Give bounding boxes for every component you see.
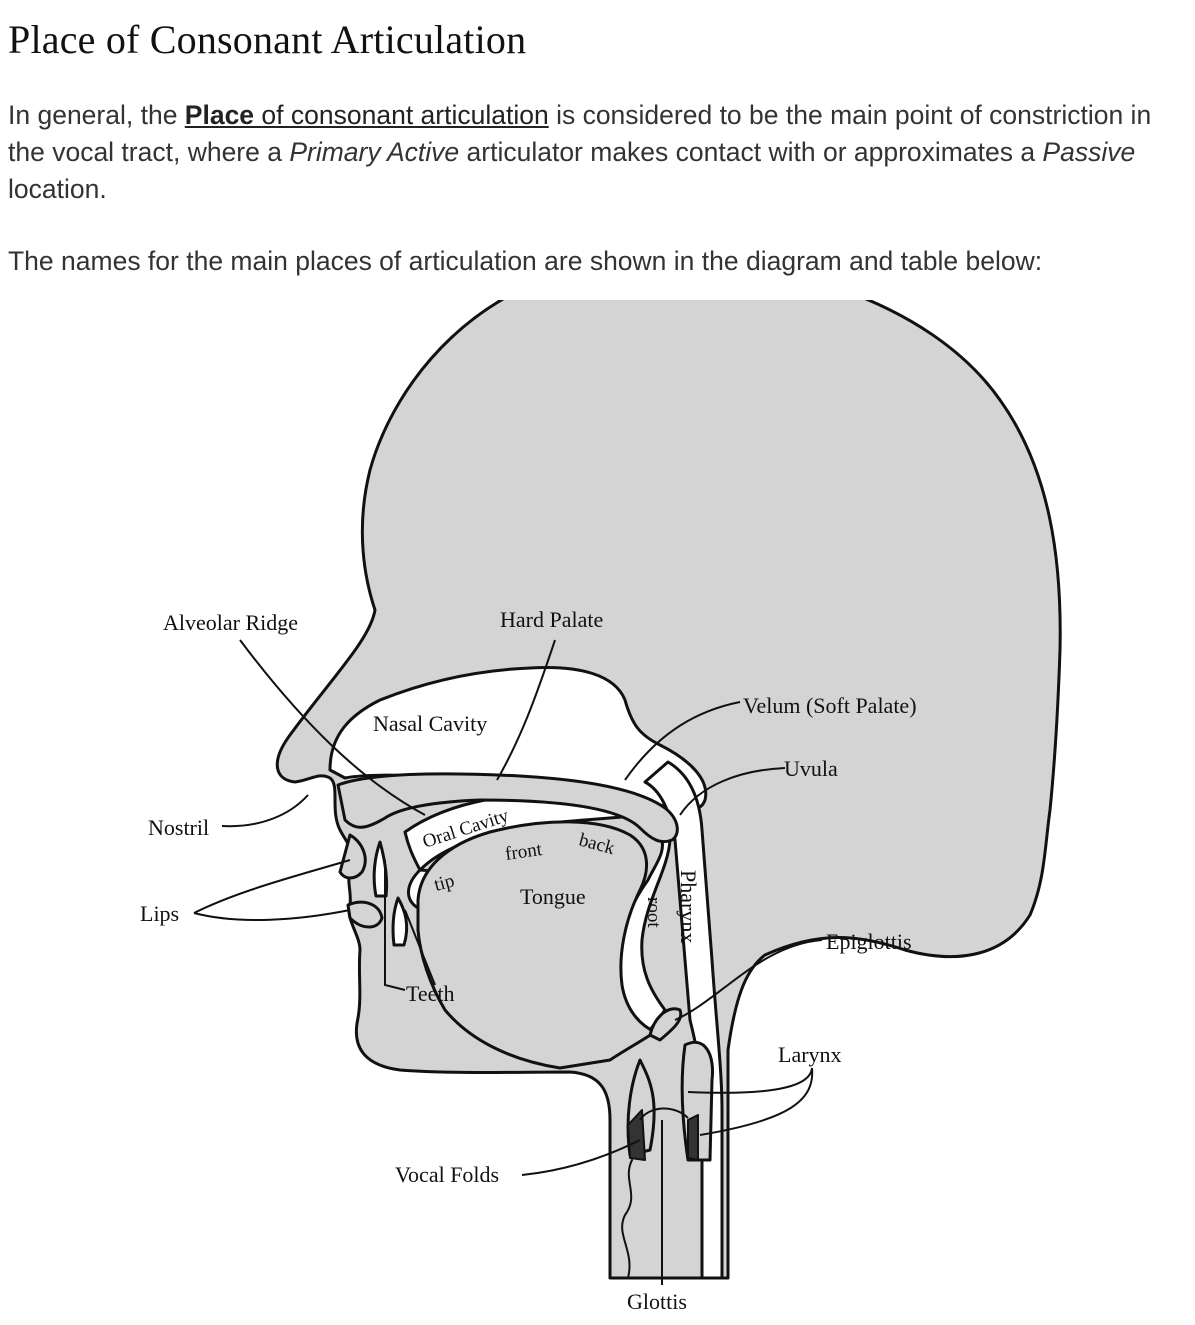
glottis-arc (639, 1107, 689, 1121)
hard-palate-label: Hard Palate (500, 607, 603, 632)
teeth-pointer (384, 860, 406, 991)
vocal-folds-pointer (521, 1139, 641, 1176)
vocal-fold-left (627, 1109, 646, 1161)
lower-lip (346, 900, 384, 929)
front-label: front (504, 839, 544, 865)
lips-pointer-top (193, 859, 351, 914)
lead-paragraph: The names for the main places of articul… (8, 246, 1043, 276)
nostril-pointer (221, 794, 309, 828)
link-bold-part: Place (184, 100, 262, 130)
tongue-body (416, 820, 657, 1070)
epiglottis-pointer (674, 939, 823, 1021)
trachea-wave (621, 1159, 633, 1279)
teeth-label: Teeth (406, 981, 455, 1006)
epiglottis-label: Epiglottis (826, 929, 912, 954)
upper-lip (338, 833, 367, 880)
intro-text-4: location. (8, 174, 107, 204)
place-of-articulation-link[interactable]: Place of consonant articulation (185, 100, 549, 130)
tongue-label: Tongue (520, 884, 586, 909)
lips-label: Lips (140, 901, 179, 926)
intro-paragraph: In general, the Place of consonant artic… (8, 97, 1193, 208)
lips-pointer-bottom (193, 909, 351, 921)
vocal-folds-label: Vocal Folds (395, 1162, 499, 1187)
alveolar-ridge-pointer (239, 639, 426, 816)
pharynx-label: Pharynx (676, 870, 701, 943)
velum-pointer (624, 701, 741, 781)
page-title: Place of Consonant Articulation (8, 17, 527, 62)
larynx-pointer-2 (687, 1067, 813, 1094)
palate-band (336, 772, 679, 844)
nasal-cavity-label: Nasal Cavity (373, 711, 487, 736)
larynx-pointer (699, 1067, 814, 1136)
intro-text-1: In general, the (8, 100, 185, 130)
link-rest-part: of consonant articulation (261, 100, 549, 130)
lower-teeth (391, 896, 409, 947)
epiglottis-shape (648, 1007, 683, 1042)
intro-text-2: is considered to be the main point of co… (8, 100, 1152, 167)
uvula-pointer (679, 767, 786, 816)
upper-teeth (372, 840, 389, 898)
root-label: root (643, 897, 664, 928)
primary-active-emphasis: Primary Active (289, 137, 460, 167)
intro-text-3: articulator makes contact with or approx… (459, 137, 1043, 167)
larynx-label: Larynx (778, 1042, 842, 1067)
vocal-fold-right (687, 1114, 699, 1161)
teeth-pointer-2 (404, 909, 436, 986)
hard-palate-pointer (496, 639, 556, 781)
uvula-label: Uvula (784, 756, 838, 781)
glottis-label: Glottis (627, 1289, 687, 1314)
vocal-tract-diagram: Alveolar Ridge Hard Palate Nasal Cavity … (140, 300, 1062, 1314)
alveolar-ridge-label: Alveolar Ridge (163, 610, 298, 635)
passive-emphasis: Passive (1042, 137, 1136, 167)
nostril-label: Nostril (148, 815, 209, 840)
velum-label: Velum (Soft Palate) (743, 693, 917, 718)
